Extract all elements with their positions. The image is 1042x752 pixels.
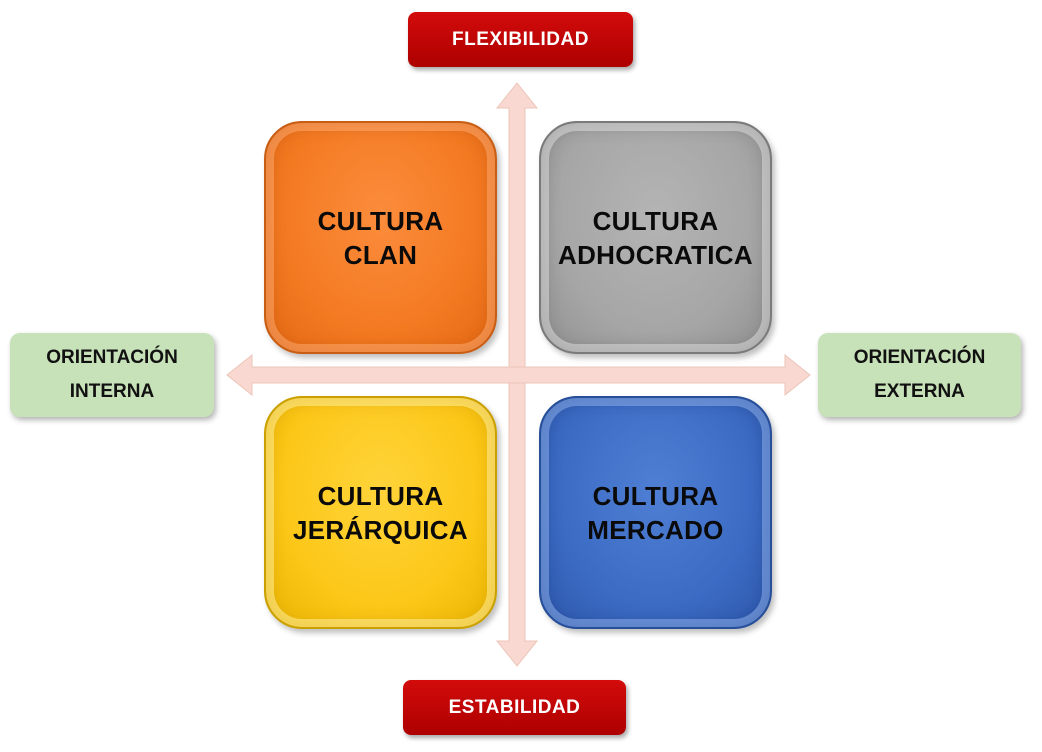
orientacion-interna-text: ORIENTACIÓN INTERNA bbox=[46, 347, 178, 402]
cultura-adhocratica-text: CULTURA ADHOCRATICA bbox=[558, 205, 753, 270]
orientacion-interna-label: ORIENTACIÓN INTERNA bbox=[10, 333, 214, 417]
orientacion-externa-label: ORIENTACIÓN EXTERNA bbox=[818, 333, 1021, 417]
cultura-jerarquica-text: CULTURA JERÁRQUICA bbox=[293, 480, 468, 545]
flexibilidad-label: FLEXIBILIDAD bbox=[408, 12, 633, 67]
estabilidad-text: ESTABILIDAD bbox=[448, 696, 581, 718]
horizontal-double-arrow bbox=[226, 353, 811, 397]
flexibilidad-text: FLEXIBILIDAD bbox=[452, 28, 589, 50]
cultura-clan-text: CULTURA CLAN bbox=[317, 205, 444, 270]
estabilidad-label: ESTABILIDAD bbox=[403, 680, 626, 735]
quadrant-cultura-mercado: CULTURA MERCADO bbox=[539, 396, 772, 629]
cultura-mercado-text: CULTURA MERCADO bbox=[587, 480, 724, 545]
quadrant-cultura-adhocratica: CULTURA ADHOCRATICA bbox=[539, 121, 772, 354]
quadrant-cultura-jerarquica: CULTURA JERÁRQUICA bbox=[264, 396, 497, 629]
orientacion-externa-text: ORIENTACIÓN EXTERNA bbox=[853, 347, 986, 402]
quadrant-cultura-clan: CULTURA CLAN bbox=[264, 121, 497, 354]
